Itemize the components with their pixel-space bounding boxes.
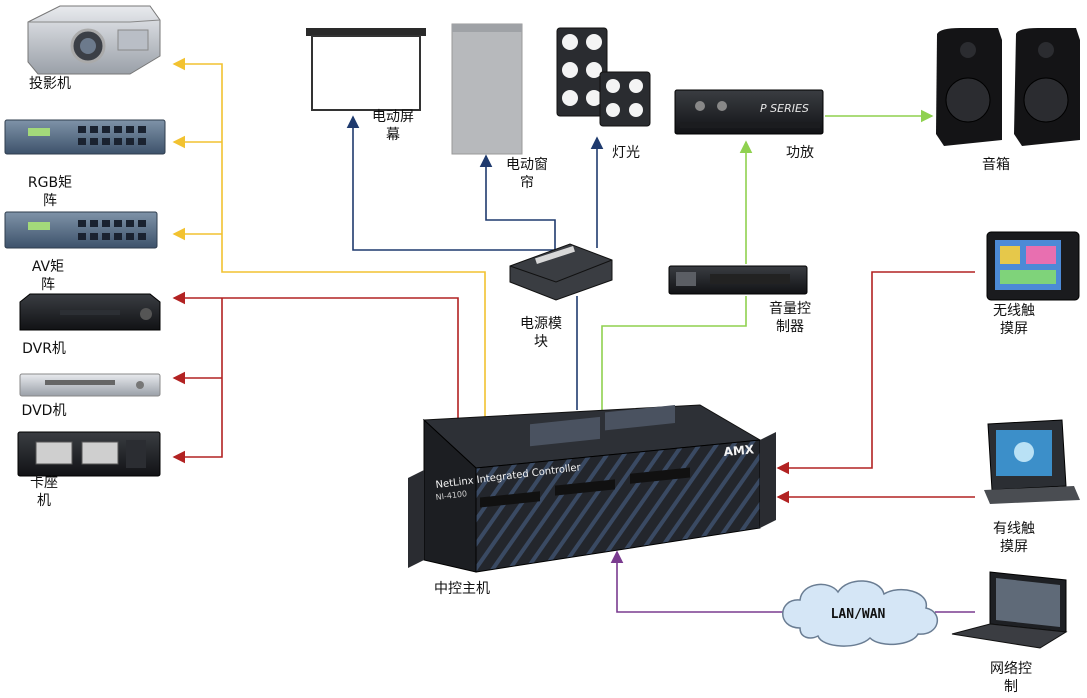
lan-wan-cloud: LAN/WAN bbox=[782, 580, 939, 647]
projector-device bbox=[27, 5, 161, 75]
label-line: 机 bbox=[37, 493, 51, 509]
wired-touch-panel-device bbox=[984, 419, 1080, 504]
label-lights: 灯光 bbox=[606, 144, 646, 162]
cloud-label: LAN/WAN bbox=[831, 607, 886, 622]
purple-connections bbox=[610, 550, 975, 613]
label-projector: 投影机 bbox=[20, 75, 80, 93]
red-connections bbox=[172, 271, 975, 504]
label-line: 投影机 bbox=[29, 76, 71, 92]
label-line: 电动窗 bbox=[506, 157, 548, 173]
label-line: AV矩 bbox=[31, 259, 65, 275]
green-connections bbox=[601, 109, 934, 410]
label-network-control: 网络控 制 bbox=[980, 660, 1042, 696]
label-line: 摸屏 bbox=[1000, 539, 1028, 555]
label-line: DVR机 bbox=[22, 341, 66, 357]
wireless-touch-panel-device bbox=[986, 231, 1080, 301]
label-line: 功放 bbox=[786, 145, 814, 161]
label-line: 中控主机 bbox=[434, 581, 490, 597]
label-dvr: DVR机 bbox=[14, 340, 74, 358]
label-line: 块 bbox=[534, 334, 548, 350]
label-line: 音箱 bbox=[982, 157, 1010, 173]
label-line: 灯光 bbox=[612, 145, 640, 161]
volume-controller-device bbox=[668, 265, 808, 295]
label-power-module: 电源模 块 bbox=[510, 315, 572, 351]
navy-connections bbox=[346, 115, 604, 410]
amplifier-device: P SERIES bbox=[674, 89, 824, 135]
label-main-controller: 中控主机 bbox=[424, 580, 500, 598]
label-curtain: 电动窗 帘 bbox=[496, 156, 558, 192]
stage-lights-device bbox=[556, 27, 651, 127]
label-line: 阵 bbox=[43, 193, 57, 209]
label-dvd: DVD机 bbox=[14, 402, 74, 420]
speakers-device bbox=[936, 28, 1080, 146]
main-controller-device: NetLinx Integrated Controller NI-4100 AM… bbox=[408, 404, 776, 573]
dvr-device bbox=[19, 293, 161, 331]
label-line: RGB矩 bbox=[27, 175, 73, 191]
dvd-device bbox=[19, 373, 161, 397]
rgb-matrix-device bbox=[4, 119, 166, 155]
label-line: 音量控 bbox=[769, 301, 811, 317]
av-matrix-device bbox=[4, 211, 158, 249]
label-speakers: 音箱 bbox=[976, 156, 1016, 174]
label-line: 卡座 bbox=[30, 475, 58, 491]
amp-brand-text: P SERIES bbox=[760, 102, 809, 115]
curtain-device bbox=[451, 23, 523, 155]
label-line: DVD机 bbox=[21, 403, 67, 419]
label-wired-touch: 有线触 摸屏 bbox=[983, 520, 1045, 556]
label-line: 电动屏 bbox=[372, 109, 414, 125]
label-rgb-matrix: RGB矩 阵 bbox=[20, 174, 80, 210]
cassette-deck-device bbox=[17, 431, 161, 477]
label-line: 网络控 bbox=[990, 661, 1032, 677]
label-line: 阵 bbox=[41, 277, 55, 293]
label-volume-controller: 音量控 制器 bbox=[760, 300, 820, 336]
label-line: 有线触 bbox=[993, 521, 1035, 537]
label-line: 无线触 bbox=[993, 303, 1035, 319]
label-line: 帘 bbox=[520, 175, 534, 191]
label-screen: 电动屏 幕 bbox=[362, 108, 424, 144]
projection-screen-device bbox=[306, 28, 426, 111]
label-line: 制 bbox=[1004, 679, 1018, 695]
label-line: 制器 bbox=[776, 319, 804, 335]
label-av-matrix: AV矩 阵 bbox=[18, 258, 78, 294]
laptop-device bbox=[951, 571, 1068, 649]
label-wireless-touch: 无线触 摸屏 bbox=[983, 302, 1045, 338]
label-amplifier: 功放 bbox=[780, 144, 820, 162]
label-line: 电源模 bbox=[520, 316, 562, 332]
controller-model-text: NI-4100 bbox=[435, 489, 467, 502]
label-line: 摸屏 bbox=[1000, 321, 1028, 337]
yellow-connections bbox=[172, 57, 486, 418]
label-cassette: 卡座 机 bbox=[14, 474, 74, 510]
power-module-device bbox=[509, 243, 613, 301]
label-line: 幕 bbox=[386, 127, 400, 143]
controller-brand-text: AMX bbox=[723, 442, 755, 459]
